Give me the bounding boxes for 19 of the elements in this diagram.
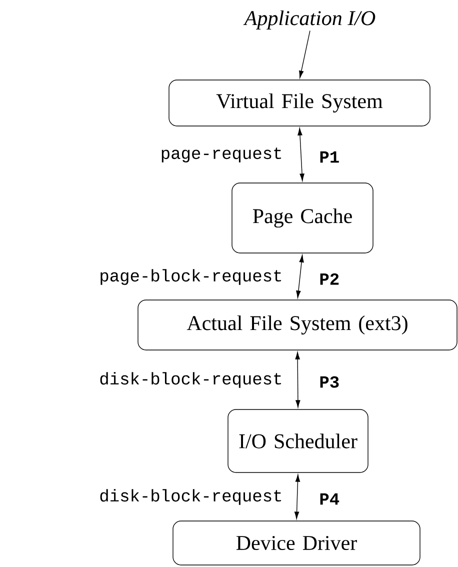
edge-label: disk-block-request xyxy=(100,372,281,388)
edge-label: page-block-request xyxy=(100,269,281,285)
edge-label: page-request xyxy=(162,148,282,162)
arrow xyxy=(298,128,304,182)
layer-box: Page Cache xyxy=(232,182,374,254)
layer-box: Device Driver xyxy=(172,520,420,566)
arrow xyxy=(299,30,310,78)
layer-box: Actual File System (ext3) xyxy=(138,300,458,350)
input-label: Application I/O xyxy=(243,10,376,30)
path-label: P1 xyxy=(320,151,339,163)
path-label: P3 xyxy=(320,376,339,388)
arrow xyxy=(296,254,304,298)
edge-label: disk-block-request xyxy=(100,489,281,505)
path-label: P4 xyxy=(320,493,340,505)
path-label: P2 xyxy=(320,273,339,285)
layer-box: I/O Scheduler xyxy=(228,409,368,473)
arrow xyxy=(295,352,300,408)
layer-box: Virtual File System xyxy=(168,80,430,126)
arrow xyxy=(294,474,300,520)
